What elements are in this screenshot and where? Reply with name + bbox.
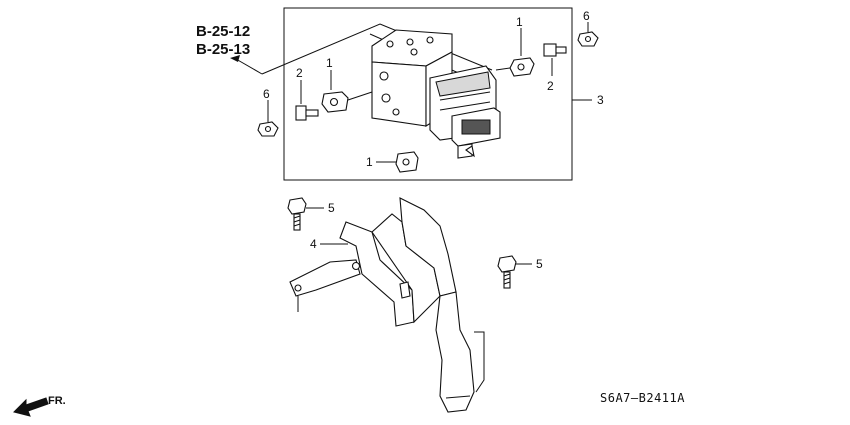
diagram-code: S6A7–B2411A <box>600 391 685 405</box>
callout-1a: 1 <box>516 15 523 29</box>
callout-6a: 6 <box>263 87 270 101</box>
collar-right <box>543 43 567 57</box>
bolt-right <box>497 255 517 289</box>
callout-1c: 1 <box>366 155 373 169</box>
reference-label-1[interactable]: B-25-12 <box>196 23 250 40</box>
callout-4: 4 <box>310 237 317 251</box>
mounting-bracket <box>289 197 475 413</box>
mount-line-left <box>347 91 373 101</box>
nut-left <box>257 121 279 137</box>
callout-1b: 1 <box>326 56 333 70</box>
callout-6b: 6 <box>583 9 590 23</box>
bracket-extension-right <box>474 331 485 393</box>
reference-leader <box>230 23 493 79</box>
reference-label-2[interactable]: B-25-13 <box>196 41 250 58</box>
nut-right <box>577 31 599 47</box>
callout-5a: 5 <box>328 201 335 215</box>
assembly-frame <box>283 7 573 181</box>
front-direction-arrow-icon <box>13 397 49 417</box>
collar-left <box>295 105 319 121</box>
grommet-upper-right <box>509 57 535 77</box>
callout-5b: 5 <box>536 257 543 271</box>
grommet-left <box>321 91 349 113</box>
bolt-left <box>287 197 307 231</box>
callout-3: 3 <box>597 93 604 107</box>
mount-line-right <box>495 67 511 71</box>
abs-modulator-unit <box>371 29 501 159</box>
callout-2b: 2 <box>547 79 554 93</box>
callout-2a: 2 <box>296 66 303 80</box>
grommet-bottom <box>395 151 419 173</box>
front-direction-label: FR. <box>48 395 66 407</box>
